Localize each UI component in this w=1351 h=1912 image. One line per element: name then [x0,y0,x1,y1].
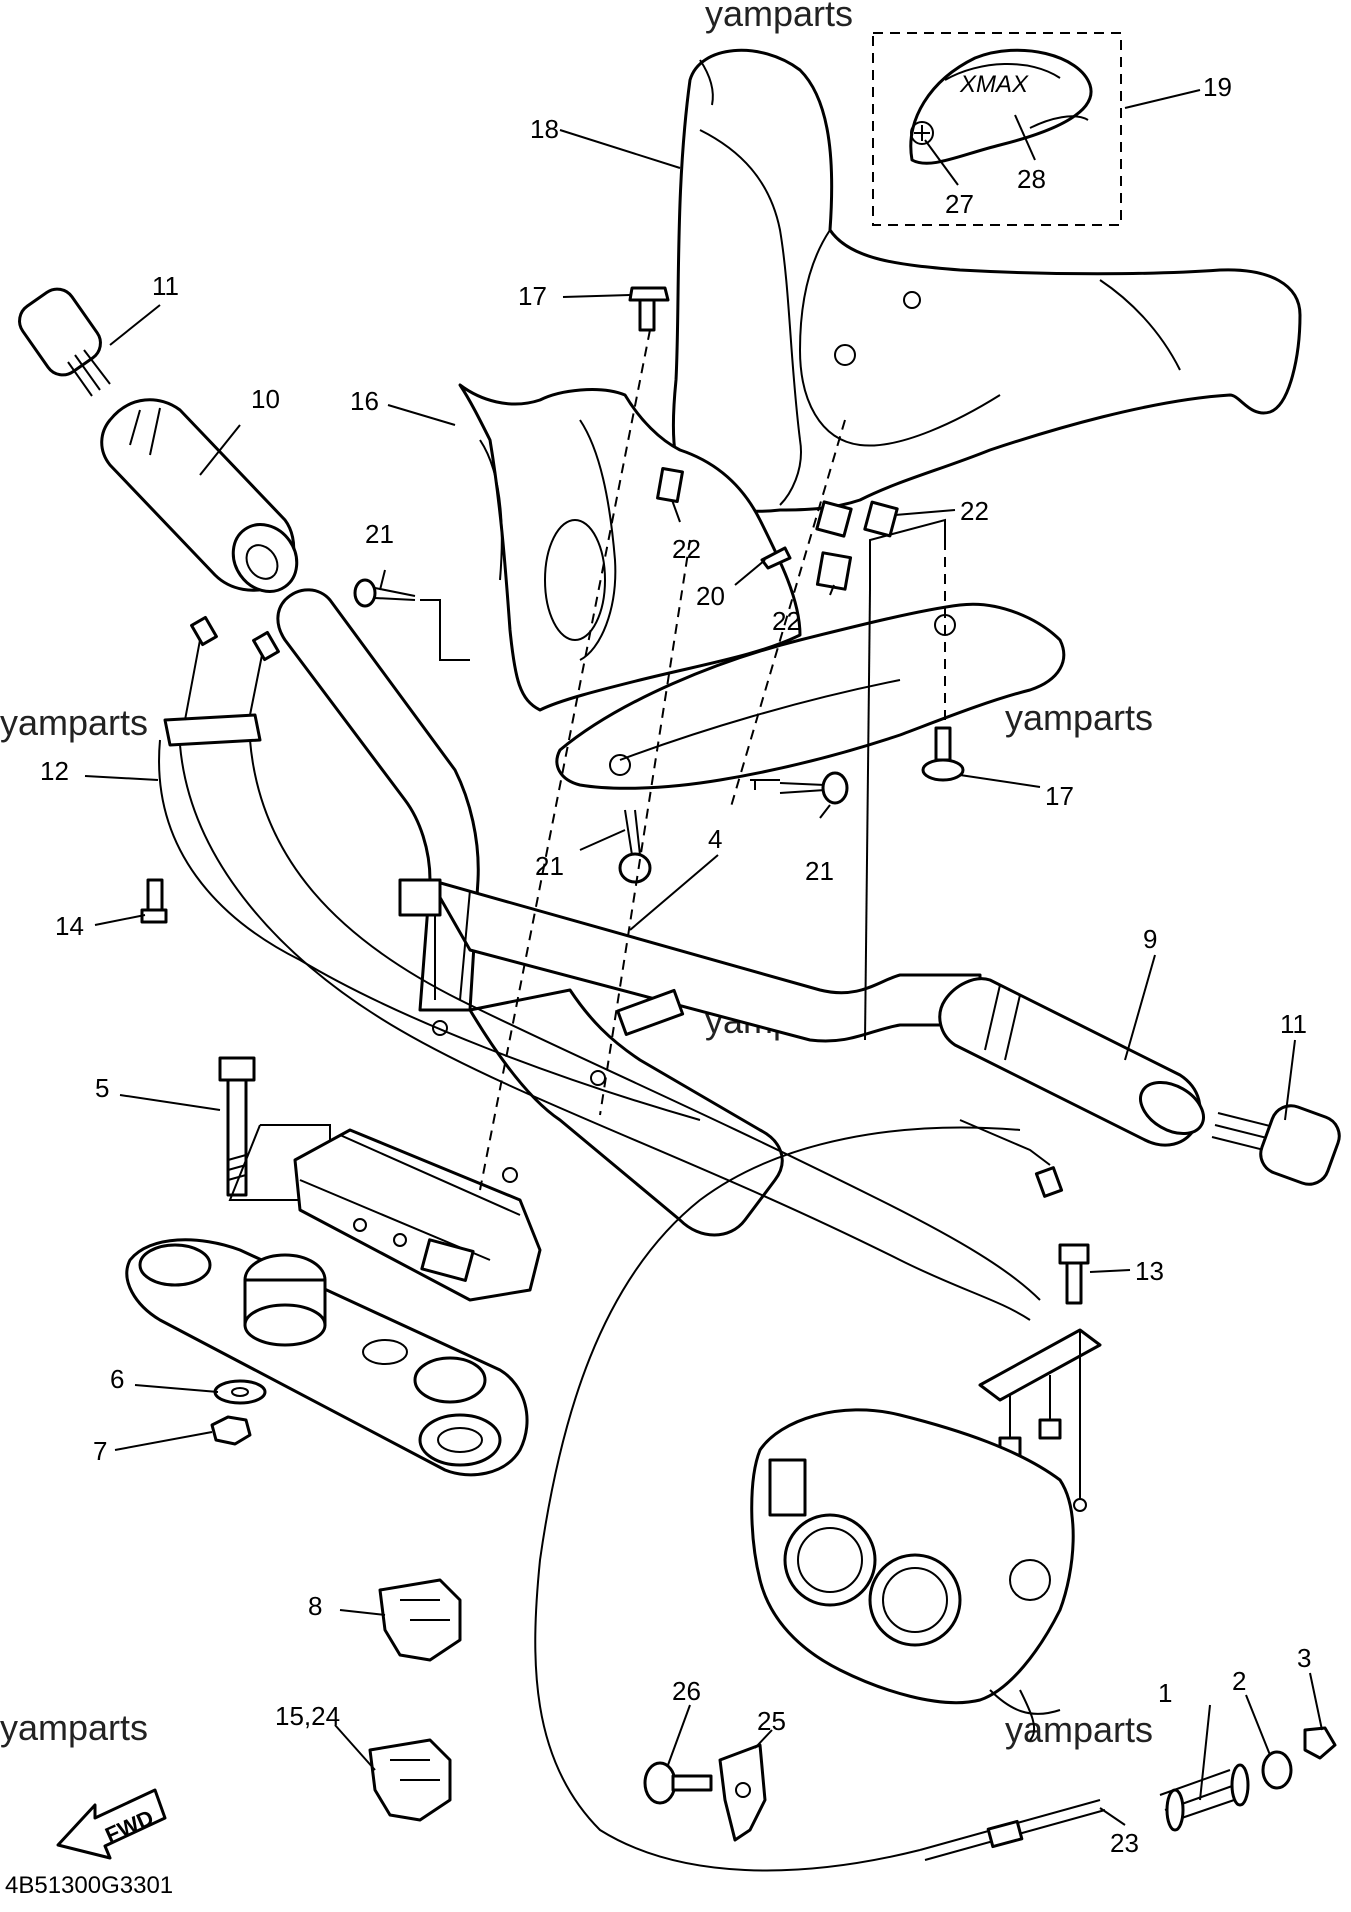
callout-2: 2 [1232,1666,1246,1696]
watermark-bottom-left: yamparts [0,1707,148,1748]
clip-22-a [656,466,684,504]
callout-10: 10 [251,384,280,414]
screw-17-right [921,726,965,782]
callout-11-left: 11 [152,271,179,301]
callout-23: 23 [1110,1828,1139,1858]
spring-1 [1159,1763,1250,1832]
fitting-2 [1261,1750,1293,1790]
clamp-15-24 [368,1738,452,1822]
clip-22-c [863,500,899,538]
callout-12: 12 [40,756,69,786]
fitting-3 [1303,1726,1337,1760]
callout-17-right: 17 [1045,781,1074,811]
callout-15-24: 15,24 [275,1701,340,1731]
watermark-bottom-right: yamparts [1005,1709,1153,1750]
steering-clamp [125,1238,529,1477]
watermark-right: yamparts [1005,697,1153,738]
callout-26: 26 [672,1676,701,1706]
callout-11-right: 11 [1280,1009,1307,1039]
clip-22-d [815,551,853,591]
svg-text:XMAX: XMAX [959,71,1029,98]
bolt-26 [643,1761,713,1805]
callout-9: 9 [1143,924,1157,954]
callout-16: 16 [350,386,379,416]
callout-25: 25 [757,1706,786,1736]
emblem-group: XMAX [872,32,1122,226]
callout-19: 19 [1203,72,1232,102]
callout-22-bottom: 22 [772,606,801,636]
handlebar-holder [293,1128,542,1302]
callout-21-center: 21 [535,851,564,881]
screw-21-center [618,809,652,884]
forward-direction-arrow: FWD [56,1788,167,1860]
bolt-13 [1058,1243,1090,1305]
throttle-body [750,1408,1075,1741]
callout-21-left: 21 [365,519,394,549]
watermark-left: yamparts [0,702,148,743]
nut [210,1415,252,1446]
watermark-top: yamparts [705,0,853,34]
screw-21-right [779,771,849,805]
callout-22-left: 22 [672,534,701,564]
callout-5: 5 [95,1073,109,1103]
callout-21-right: 21 [805,856,834,886]
callout-3: 3 [1297,1643,1311,1673]
callout-7: 7 [93,1436,107,1466]
callout-6: 6 [110,1364,124,1394]
throttle-cable-assembly [158,615,1064,1321]
clip-20 [760,546,792,570]
cable-23 [534,1126,1106,1872]
assembly-guides [228,329,946,1201]
clip-22-b [815,500,853,538]
bracket-25 [718,1743,767,1842]
callout-17-top: 17 [518,281,547,311]
callout-13: 13 [1135,1256,1164,1286]
callout-27: 27 [945,189,974,219]
callout-22-right: 22 [960,496,989,526]
callout-4: 4 [708,824,722,854]
bar-end-right [1211,1104,1341,1186]
callouts: 1 2 3 4 5 6 7 8 9 10 11 11 12 13 14 15,2… [40,72,1311,1858]
handlebar-cover-inner [458,383,802,712]
screw-17-top [628,286,670,332]
callout-14: 14 [55,911,84,941]
throttle-grip [100,398,299,593]
handlebar-bolt [218,1056,256,1197]
screw-21-left [353,578,416,608]
screw-14 [140,878,168,924]
callout-20: 20 [696,581,725,611]
diagram-code: 4B51300G3301 [5,1872,173,1899]
clamp-8 [378,1578,462,1662]
bar-end-left [18,287,111,397]
washer [213,1379,267,1405]
cable-bracket [978,1328,1102,1512]
callout-28: 28 [1017,164,1046,194]
callout-8: 8 [308,1591,322,1621]
grip-right [938,977,1205,1147]
callout-18: 18 [530,114,559,144]
callout-1: 1 [1158,1678,1172,1708]
leader-lines [84,89,1323,1826]
